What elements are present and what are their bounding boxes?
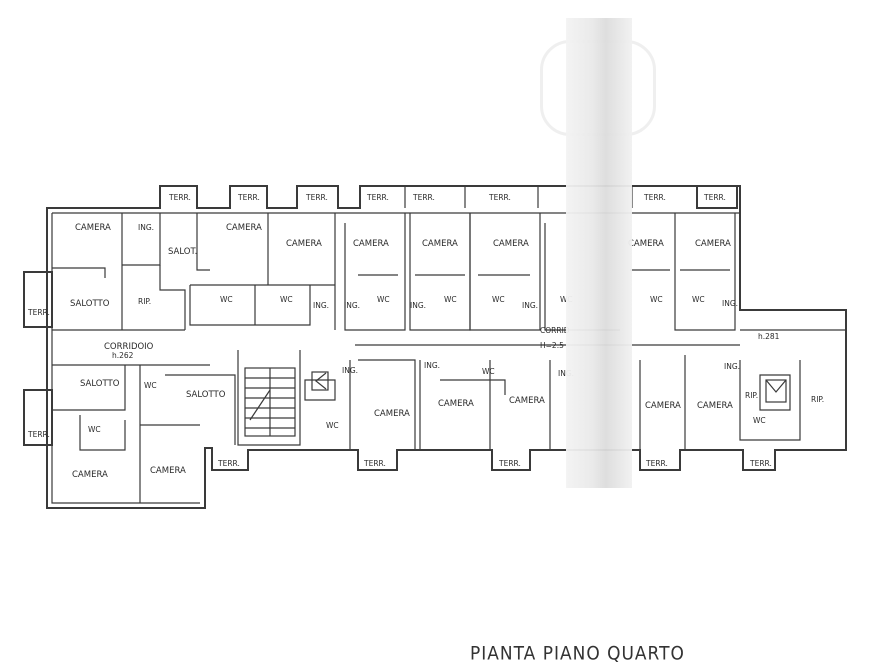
room-label: WC	[326, 421, 339, 430]
terrace-label: TERR.	[27, 308, 50, 317]
room-label: CAMERA	[226, 223, 262, 233]
terrace-label: TERR.	[498, 459, 521, 468]
room-label: CAMERA	[509, 396, 545, 406]
room-label: WC	[144, 381, 157, 390]
room-label: ING.	[410, 301, 426, 310]
room-label: WC	[377, 295, 390, 304]
room-label: WC	[650, 295, 663, 304]
terrace-label: TERR.	[217, 459, 240, 468]
terrace-label: TERR.	[645, 459, 668, 468]
room-label: WC	[280, 295, 293, 304]
room-label: CAMERA	[286, 239, 322, 249]
room-label: CORRIDOIO	[104, 342, 154, 352]
room-label: SALOT.	[168, 247, 197, 257]
room-label: CAMERA	[72, 470, 108, 480]
terrace-label: TERR.	[305, 193, 328, 202]
room-label: CAMERA	[374, 409, 410, 419]
room-label: ING.	[138, 223, 154, 232]
room-label: H=2.5	[540, 341, 564, 350]
interior-walls	[52, 213, 846, 503]
room-label: CAMERA	[697, 401, 733, 411]
room-labels: CAMERA ING. SALOT. CAMERA CAMERA CAMERA …	[70, 223, 824, 480]
terrace-label: TERR.	[749, 459, 772, 468]
room-label: CORRID	[540, 326, 570, 335]
terrace-label: TERR.	[412, 193, 435, 202]
terrace-label: TERR.	[703, 193, 726, 202]
staircase	[244, 367, 296, 437]
outer-walls	[46, 185, 847, 509]
room-label: CAMERA	[645, 401, 681, 411]
room-label: ING.	[522, 301, 538, 310]
room-label: CAMERA	[695, 239, 731, 249]
room-label: ING.	[342, 366, 358, 375]
room-label: ING.	[344, 301, 360, 310]
room-label: WC	[220, 295, 233, 304]
room-label: WC	[444, 295, 457, 304]
terrace-labels: TERR. TERR. TERR. TERR. TERR. TERR. TERR…	[27, 193, 772, 468]
room-label: ING.	[313, 301, 329, 310]
left-terraces	[23, 271, 53, 446]
room-label: SALOTTO	[70, 299, 110, 309]
room-label: WC	[692, 295, 705, 304]
room-label: WC	[88, 425, 101, 434]
top-terraces	[404, 185, 738, 209]
room-label: CAMERA	[75, 223, 111, 233]
room-label: CAMERA	[422, 239, 458, 249]
redaction-blur	[566, 18, 632, 488]
room-label: ING.	[424, 361, 440, 370]
room-label: WC	[753, 416, 766, 425]
room-label: CAMERA	[628, 239, 664, 249]
room-label: RIP.	[745, 391, 758, 400]
room-label: CAMERA	[438, 399, 474, 409]
room-label: SALOTTO	[186, 390, 226, 400]
room-label: SALOTTO	[80, 379, 120, 389]
terrace-label: TERR.	[237, 193, 260, 202]
room-label: ING.	[724, 362, 740, 371]
terrace-label: TERR.	[363, 459, 386, 468]
room-label: h.281	[758, 332, 780, 341]
room-label: WC	[492, 295, 505, 304]
plan-title: PIANTA PIANO QUARTO	[470, 643, 685, 665]
elevator	[311, 371, 787, 403]
terrace-label: TERR.	[27, 430, 50, 439]
room-label: RIP.	[811, 395, 824, 404]
room-label: h.262	[112, 351, 134, 360]
room-label: ING.	[722, 299, 738, 308]
room-label: RIP.	[138, 297, 151, 306]
terrace-label: TERR.	[488, 193, 511, 202]
room-label: WC	[482, 367, 495, 376]
room-label: CAMERA	[353, 239, 389, 249]
room-label: CAMERA	[493, 239, 529, 249]
room-label: CAMERA	[150, 466, 186, 476]
terrace-label: TERR.	[168, 193, 191, 202]
terrace-label: TERR.	[366, 193, 389, 202]
terrace-label: TERR.	[643, 193, 666, 202]
